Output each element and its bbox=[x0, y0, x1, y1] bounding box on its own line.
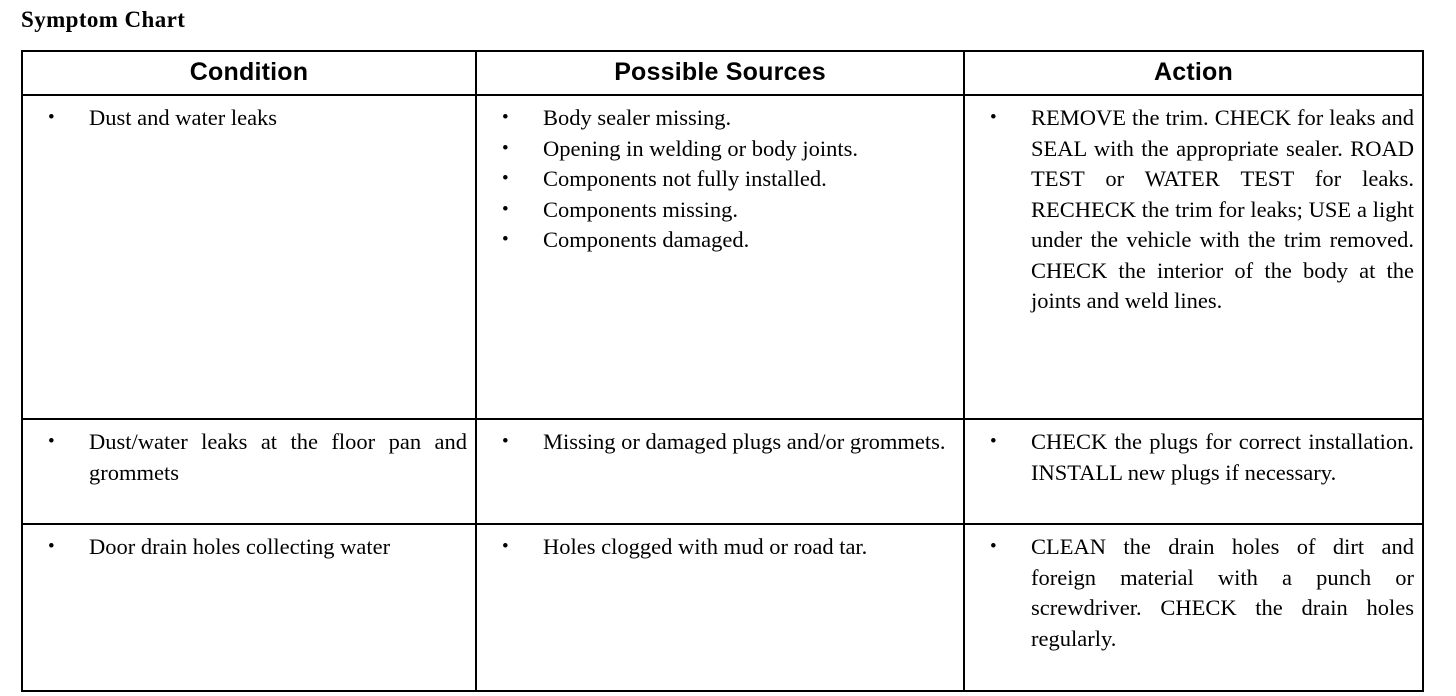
table-row: Dust and water leaks Body sealer missing… bbox=[21, 94, 1424, 420]
cell-possible-sources: Missing or damaged plugs and/or grommets… bbox=[475, 418, 965, 525]
action-bullet-list: REMOVE the trim. CHECK for leaks and SEA… bbox=[973, 103, 1414, 317]
condition-bullet-list: Dust/water leaks at the floor pan and gr… bbox=[31, 427, 467, 488]
column-header-condition: Condition bbox=[21, 50, 477, 96]
cell-possible-sources: Body sealer missing. Opening in welding … bbox=[475, 94, 965, 420]
table-row: Door drain holes collecting water Holes … bbox=[21, 523, 1424, 692]
list-item: Door drain holes collecting water bbox=[31, 532, 467, 563]
condition-bullet-list: Dust and water leaks bbox=[31, 103, 467, 134]
cell-possible-sources: Holes clogged with mud or road tar. bbox=[475, 523, 965, 692]
list-item: Holes clogged with mud or road tar. bbox=[485, 532, 955, 563]
list-item: CLEAN the drain holes of dirt and foreig… bbox=[973, 532, 1414, 654]
list-item: Body sealer missing. bbox=[485, 103, 955, 134]
sources-bullet-list: Body sealer missing. Opening in welding … bbox=[485, 103, 955, 256]
table-body: Dust and water leaks Body sealer missing… bbox=[21, 94, 1424, 692]
list-item: CHECK the plugs for correct installation… bbox=[973, 427, 1414, 488]
cell-action: CHECK the plugs for correct installation… bbox=[963, 418, 1424, 525]
action-bullet-list: CLEAN the drain holes of dirt and foreig… bbox=[973, 532, 1414, 654]
column-header-action: Action bbox=[963, 50, 1424, 96]
list-item: Opening in welding or body joints. bbox=[485, 134, 955, 165]
list-item: Components not fully installed. bbox=[485, 164, 955, 195]
cell-condition: Dust and water leaks bbox=[21, 94, 477, 420]
list-item: Dust/water leaks at the floor pan and gr… bbox=[31, 427, 467, 488]
column-header-possible-sources: Possible Sources bbox=[475, 50, 965, 96]
table-row: Dust/water leaks at the floor pan and gr… bbox=[21, 418, 1424, 525]
table-header-row: Condition Possible Sources Action bbox=[21, 50, 1424, 96]
list-item: Missing or damaged plugs and/or grommets… bbox=[485, 427, 955, 458]
cell-action: CLEAN the drain holes of dirt and foreig… bbox=[963, 523, 1424, 692]
symptom-chart-table: Condition Possible Sources Action Dust a… bbox=[21, 50, 1424, 692]
page-title: Symptom Chart bbox=[21, 7, 186, 32]
cell-action: REMOVE the trim. CHECK for leaks and SEA… bbox=[963, 94, 1424, 420]
condition-bullet-list: Door drain holes collecting water bbox=[31, 532, 467, 563]
sources-bullet-list: Missing or damaged plugs and/or grommets… bbox=[485, 427, 955, 458]
cell-condition: Door drain holes collecting water bbox=[21, 523, 477, 692]
action-bullet-list: CHECK the plugs for correct installation… bbox=[973, 427, 1414, 488]
list-item: Components missing. bbox=[485, 195, 955, 226]
list-item: Dust and water leaks bbox=[31, 103, 467, 134]
cell-condition: Dust/water leaks at the floor pan and gr… bbox=[21, 418, 477, 525]
table-header: Condition Possible Sources Action bbox=[21, 50, 1424, 96]
list-item: REMOVE the trim. CHECK for leaks and SEA… bbox=[973, 103, 1414, 317]
list-item: Components damaged. bbox=[485, 225, 955, 256]
sources-bullet-list: Holes clogged with mud or road tar. bbox=[485, 532, 955, 563]
